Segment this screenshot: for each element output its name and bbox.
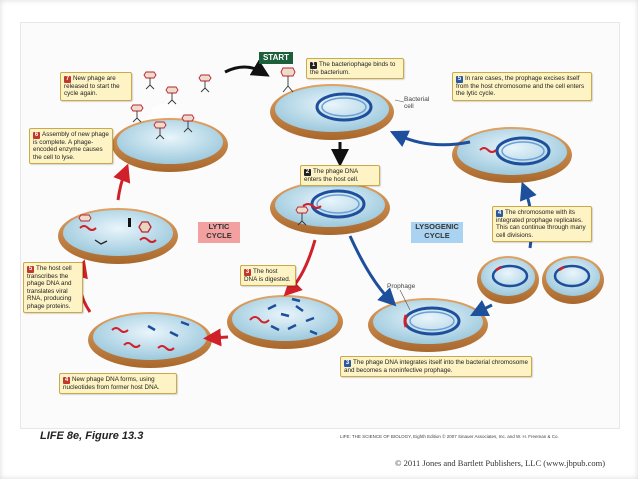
cell-start <box>270 84 394 140</box>
step-number: 3 <box>344 360 351 367</box>
callout-text: The host cell transcribes the phage DNA … <box>27 265 72 310</box>
callout-text: The phage DNA integrates itself into the… <box>344 359 529 374</box>
step-number: 4 <box>496 210 503 217</box>
step-number: 7 <box>64 76 71 83</box>
copyright-line: © 2011 Jones and Bartlett Publishers, LL… <box>395 458 606 468</box>
bacterial-cell-label: Bacterial cell <box>404 96 430 110</box>
cell-excise <box>452 127 572 183</box>
cell-proteins <box>58 208 178 264</box>
prophage-label: Prophage <box>387 283 416 290</box>
callout-text: The chromosome with its integrated proph… <box>496 209 586 239</box>
cell-lysing <box>112 103 228 172</box>
publisher-credit: LIFE: THE SCIENCE OF BIOLOGY, Eighth Edi… <box>340 434 559 439</box>
cell-dividing <box>477 256 604 304</box>
callout-text: New phage DNA forms, using nucleotides f… <box>63 376 160 391</box>
step-number: 4 <box>63 377 70 384</box>
figure-caption: LIFE 8e, Figure 13.3 <box>40 430 144 442</box>
lytic-cycle-label: LYTIC CYCLE <box>198 222 240 243</box>
step-number: 2 <box>304 169 311 176</box>
step-number: 5 <box>456 76 463 83</box>
callout-text: New phage are released to start the cycl… <box>64 75 120 98</box>
step-number: 5 <box>27 266 34 273</box>
start-label: START <box>259 52 293 64</box>
cell-leader <box>394 99 405 103</box>
prophage-leader <box>399 289 411 311</box>
callout-text: The phage DNA enters the host cell. <box>304 168 359 183</box>
cell-newdna <box>88 312 212 368</box>
cell-step2 <box>270 181 390 235</box>
lysogenic-cycle-label: LYSOGENIC CYCLE <box>411 222 463 243</box>
callout-text: The bacteriophage binds to the bacterium… <box>310 61 396 76</box>
cell-prophage <box>368 298 488 352</box>
step-number: 1 <box>310 62 317 69</box>
callout-text: The host DNA is digested. <box>244 268 291 283</box>
phage-icon <box>78 67 309 226</box>
callout-text: Assembly of new phage is complete. A pha… <box>33 131 109 161</box>
callout-text: In rare cases, the prophage excises itse… <box>456 75 585 98</box>
step-number: 3 <box>244 269 251 276</box>
start-arrows <box>224 59 349 167</box>
step-number: 6 <box>33 132 40 139</box>
cell-digested <box>227 295 343 349</box>
